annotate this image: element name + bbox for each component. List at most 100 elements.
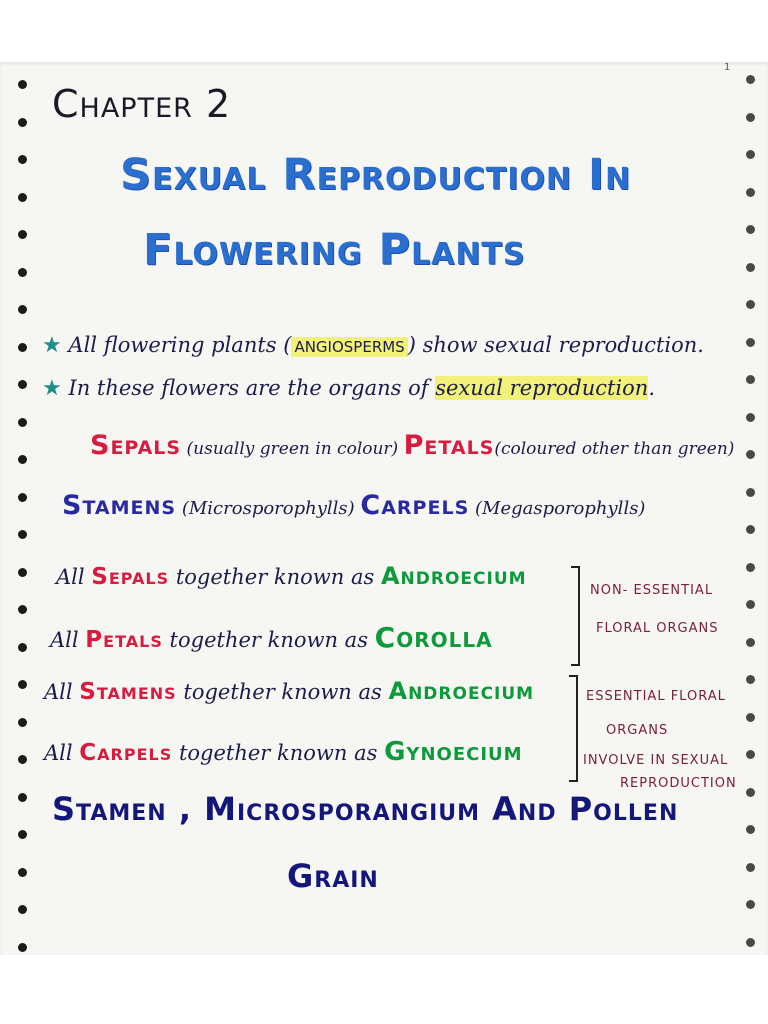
row-organ: Sepals <box>91 564 170 590</box>
group-essential-2: ORGANS <box>606 723 669 738</box>
bullet-point-2: ★ In these flowers are the organs of sex… <box>42 376 655 401</box>
binder-hole <box>746 300 755 309</box>
organ-stamens: Stamens <box>62 490 177 521</box>
point-text: . <box>648 376 656 400</box>
row-term: Gynoecium <box>384 737 523 767</box>
binder-hole <box>746 638 755 647</box>
binder-hole <box>746 338 755 347</box>
binder-hole <box>18 718 27 727</box>
bracket-essential <box>569 675 578 782</box>
binder-hole <box>18 830 27 839</box>
row-organ: Petals <box>85 627 163 653</box>
page-number: 1 <box>724 62 731 73</box>
binder-hole <box>746 938 755 947</box>
binder-hole <box>18 268 27 277</box>
binder-hole <box>746 375 755 384</box>
bullet-point-1: ★ All flowering plants (ANGIOSPERMS) sho… <box>42 333 704 358</box>
point-text: ) show sexual reproduction. <box>407 333 704 357</box>
organs-line-1: Sepals (usually green in colour) Petals(… <box>90 430 734 461</box>
binder-hole <box>18 380 27 389</box>
title-line-2: Flowering Plants <box>143 225 526 275</box>
binder-hole <box>746 413 755 422</box>
notebook-page <box>0 62 768 955</box>
row-organ: Stamens <box>79 679 177 705</box>
row-term: Androecium <box>388 677 535 705</box>
together-row-1: All Sepals together known as Androecium <box>56 562 527 590</box>
binder-hole <box>18 530 27 539</box>
organ-petals: Petals <box>403 430 495 461</box>
row-term: Androecium <box>380 562 527 590</box>
title-line-1: Sexual Reproduction In <box>120 150 632 200</box>
row-mid: together known as <box>183 680 382 704</box>
binder-hole <box>18 943 27 952</box>
binder-hole <box>746 150 755 159</box>
carpels-note: (Megasporophylls) <box>475 498 646 519</box>
binder-hole <box>746 788 755 797</box>
row-prefix: All <box>44 741 73 765</box>
binder-hole <box>746 113 755 122</box>
sepals-note: (usually green in colour) <box>186 439 399 459</box>
bracket-non-essential <box>571 566 580 666</box>
point-text: In these flowers are the organs of <box>68 376 436 400</box>
group-essential-3: INVOLVE IN SEXUAL <box>583 753 729 768</box>
stamens-note: (Microsporophylls) <box>181 498 355 519</box>
star-icon: ★ <box>42 333 62 358</box>
row-mid: together known as <box>175 565 375 589</box>
highlighted-term: ANGIOSPERMS <box>291 337 408 357</box>
binder-hole <box>18 455 27 464</box>
binder-hole <box>746 450 755 459</box>
binder-hole <box>18 493 27 502</box>
binder-hole <box>18 418 27 427</box>
binder-hole <box>18 80 27 89</box>
binder-hole <box>18 193 27 202</box>
section-heading-line-1: Stamen , Microsporangium And Pollen <box>52 790 679 828</box>
group-essential-1: ESSENTIAL FLORAL <box>586 689 726 704</box>
binder-hole <box>18 605 27 614</box>
row-prefix: All <box>44 680 73 704</box>
group-essential-4: REPRODUCTION <box>620 776 737 791</box>
binder-hole <box>18 680 27 689</box>
organ-carpels: Carpels <box>360 490 470 521</box>
group-non-essential-1: NON- ESSENTIAL <box>590 583 714 598</box>
organs-line-2: Stamens (Microsporophylls) Carpels (Mega… <box>62 490 645 521</box>
organ-sepals: Sepals <box>90 430 182 461</box>
chapter-heading: Chapter 2 <box>52 82 232 126</box>
petals-note: (coloured other than green) <box>494 439 735 459</box>
star-icon: ★ <box>42 376 62 401</box>
section-heading-line-2: Grain <box>287 857 379 895</box>
binder-hole <box>746 675 755 684</box>
binder-hole <box>18 868 27 877</box>
together-row-4: All Carpels together known as Gynoecium <box>44 737 523 767</box>
binder-hole <box>746 750 755 759</box>
binder-hole <box>746 713 755 722</box>
photo-top-margin <box>0 0 768 62</box>
binder-hole <box>746 75 755 84</box>
row-prefix: All <box>56 565 85 589</box>
binder-hole <box>18 305 27 314</box>
binder-hole <box>18 568 27 577</box>
binder-hole <box>746 225 755 234</box>
binder-hole <box>18 905 27 914</box>
binder-hole <box>746 525 755 534</box>
binder-hole <box>746 863 755 872</box>
together-row-2: All Petals together known as Corolla <box>50 621 493 654</box>
binder-hole <box>18 755 27 764</box>
row-prefix: All <box>50 628 79 652</box>
together-row-3: All Stamens together known as Androecium <box>44 677 534 705</box>
binder-hole <box>746 825 755 834</box>
group-non-essential-2: FLORAL ORGANS <box>596 621 719 636</box>
binder-hole <box>18 155 27 164</box>
row-organ: Carpels <box>79 740 173 766</box>
binder-hole <box>18 343 27 352</box>
binder-hole <box>18 230 27 239</box>
row-mid: together known as <box>178 741 378 765</box>
binder-hole <box>746 488 755 497</box>
binder-hole <box>18 643 27 652</box>
photo-bottom-margin <box>0 955 768 1024</box>
binder-hole <box>746 188 755 197</box>
binder-hole <box>746 263 755 272</box>
row-term: Corolla <box>374 621 493 654</box>
highlighted-term: sexual reproduction <box>435 376 649 400</box>
binder-hole <box>746 563 755 572</box>
binder-hole <box>746 600 755 609</box>
